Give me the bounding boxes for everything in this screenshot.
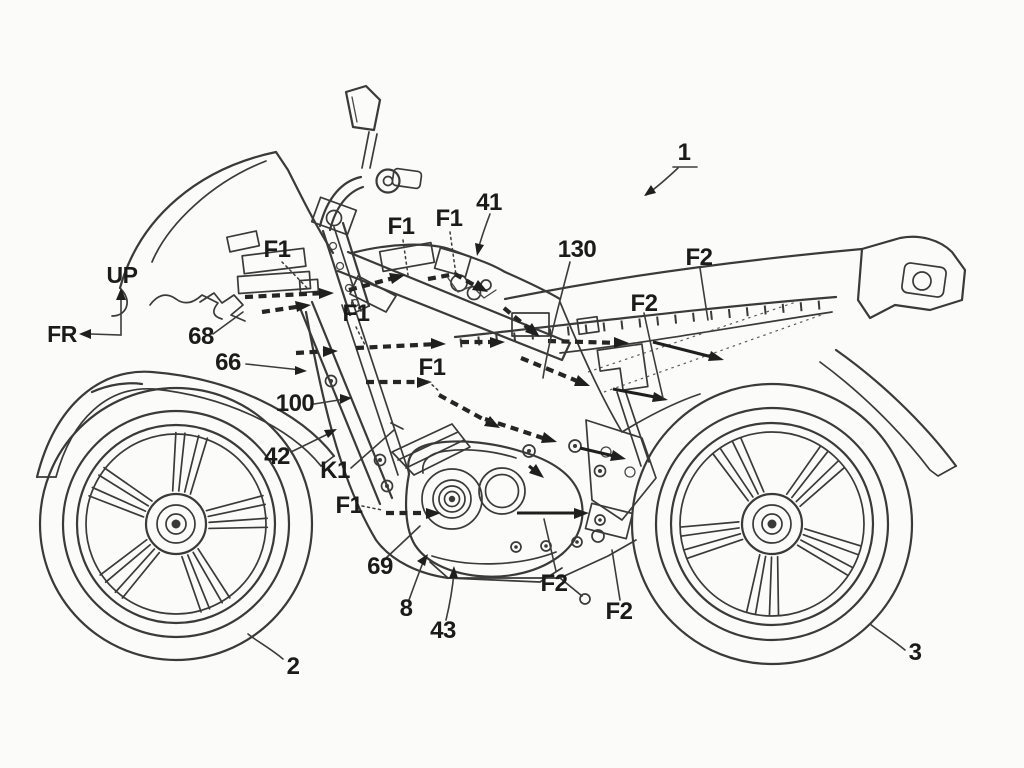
label-f1-1: F1 — [263, 236, 290, 263]
label-f1-5: F1 — [418, 354, 445, 381]
label-3: 3 — [909, 639, 922, 666]
label-68: 68 — [188, 323, 214, 350]
label-K1: K1 — [320, 457, 350, 484]
label-f1-4: F1 — [342, 300, 369, 327]
label-43: 43 — [430, 617, 456, 644]
frame-and-body — [298, 241, 864, 580]
handlebar — [310, 167, 423, 236]
label-f2-2: F2 — [630, 290, 657, 317]
label-69: 69 — [367, 553, 393, 580]
label-f1-6: F1 — [335, 492, 362, 519]
label-up: UP — [107, 262, 138, 288]
label-100: 100 — [276, 390, 315, 417]
headlight-cowl — [149, 230, 320, 322]
label-8: 8 — [400, 595, 413, 622]
label-f2-4: F2 — [605, 598, 632, 625]
underseat-components — [511, 312, 657, 543]
label-41: 41 — [476, 189, 502, 216]
tail-and-rear-fender — [819, 235, 967, 477]
rear-wheel — [630, 382, 914, 666]
leader-lines — [212, 167, 906, 660]
engine — [391, 423, 637, 605]
front-fender — [35, 370, 336, 479]
label-130: 130 — [558, 236, 597, 263]
label-2: 2 — [287, 653, 300, 680]
label-66: 66 — [215, 349, 241, 376]
label-figure-1: 1 — [678, 139, 691, 166]
label-42: 42 — [264, 443, 290, 470]
mirror — [344, 84, 382, 169]
f2-airflow-arrows — [517, 340, 724, 519]
label-fr: FR — [47, 321, 78, 347]
label-f1-3: F1 — [435, 205, 462, 232]
orientation-axes — [79, 288, 126, 339]
label-f2-3: F2 — [540, 570, 567, 597]
label-f1-2: F1 — [387, 213, 414, 240]
reference-labels: UP FR 1 F1 F1 F1 F1 F1 F1 F2 F2 F2 F2 41… — [47, 139, 922, 680]
f1-airflow-arrows — [244, 271, 629, 519]
steering-column — [321, 221, 371, 317]
label-f2-1: F2 — [685, 244, 712, 271]
front-wheel — [38, 386, 314, 662]
